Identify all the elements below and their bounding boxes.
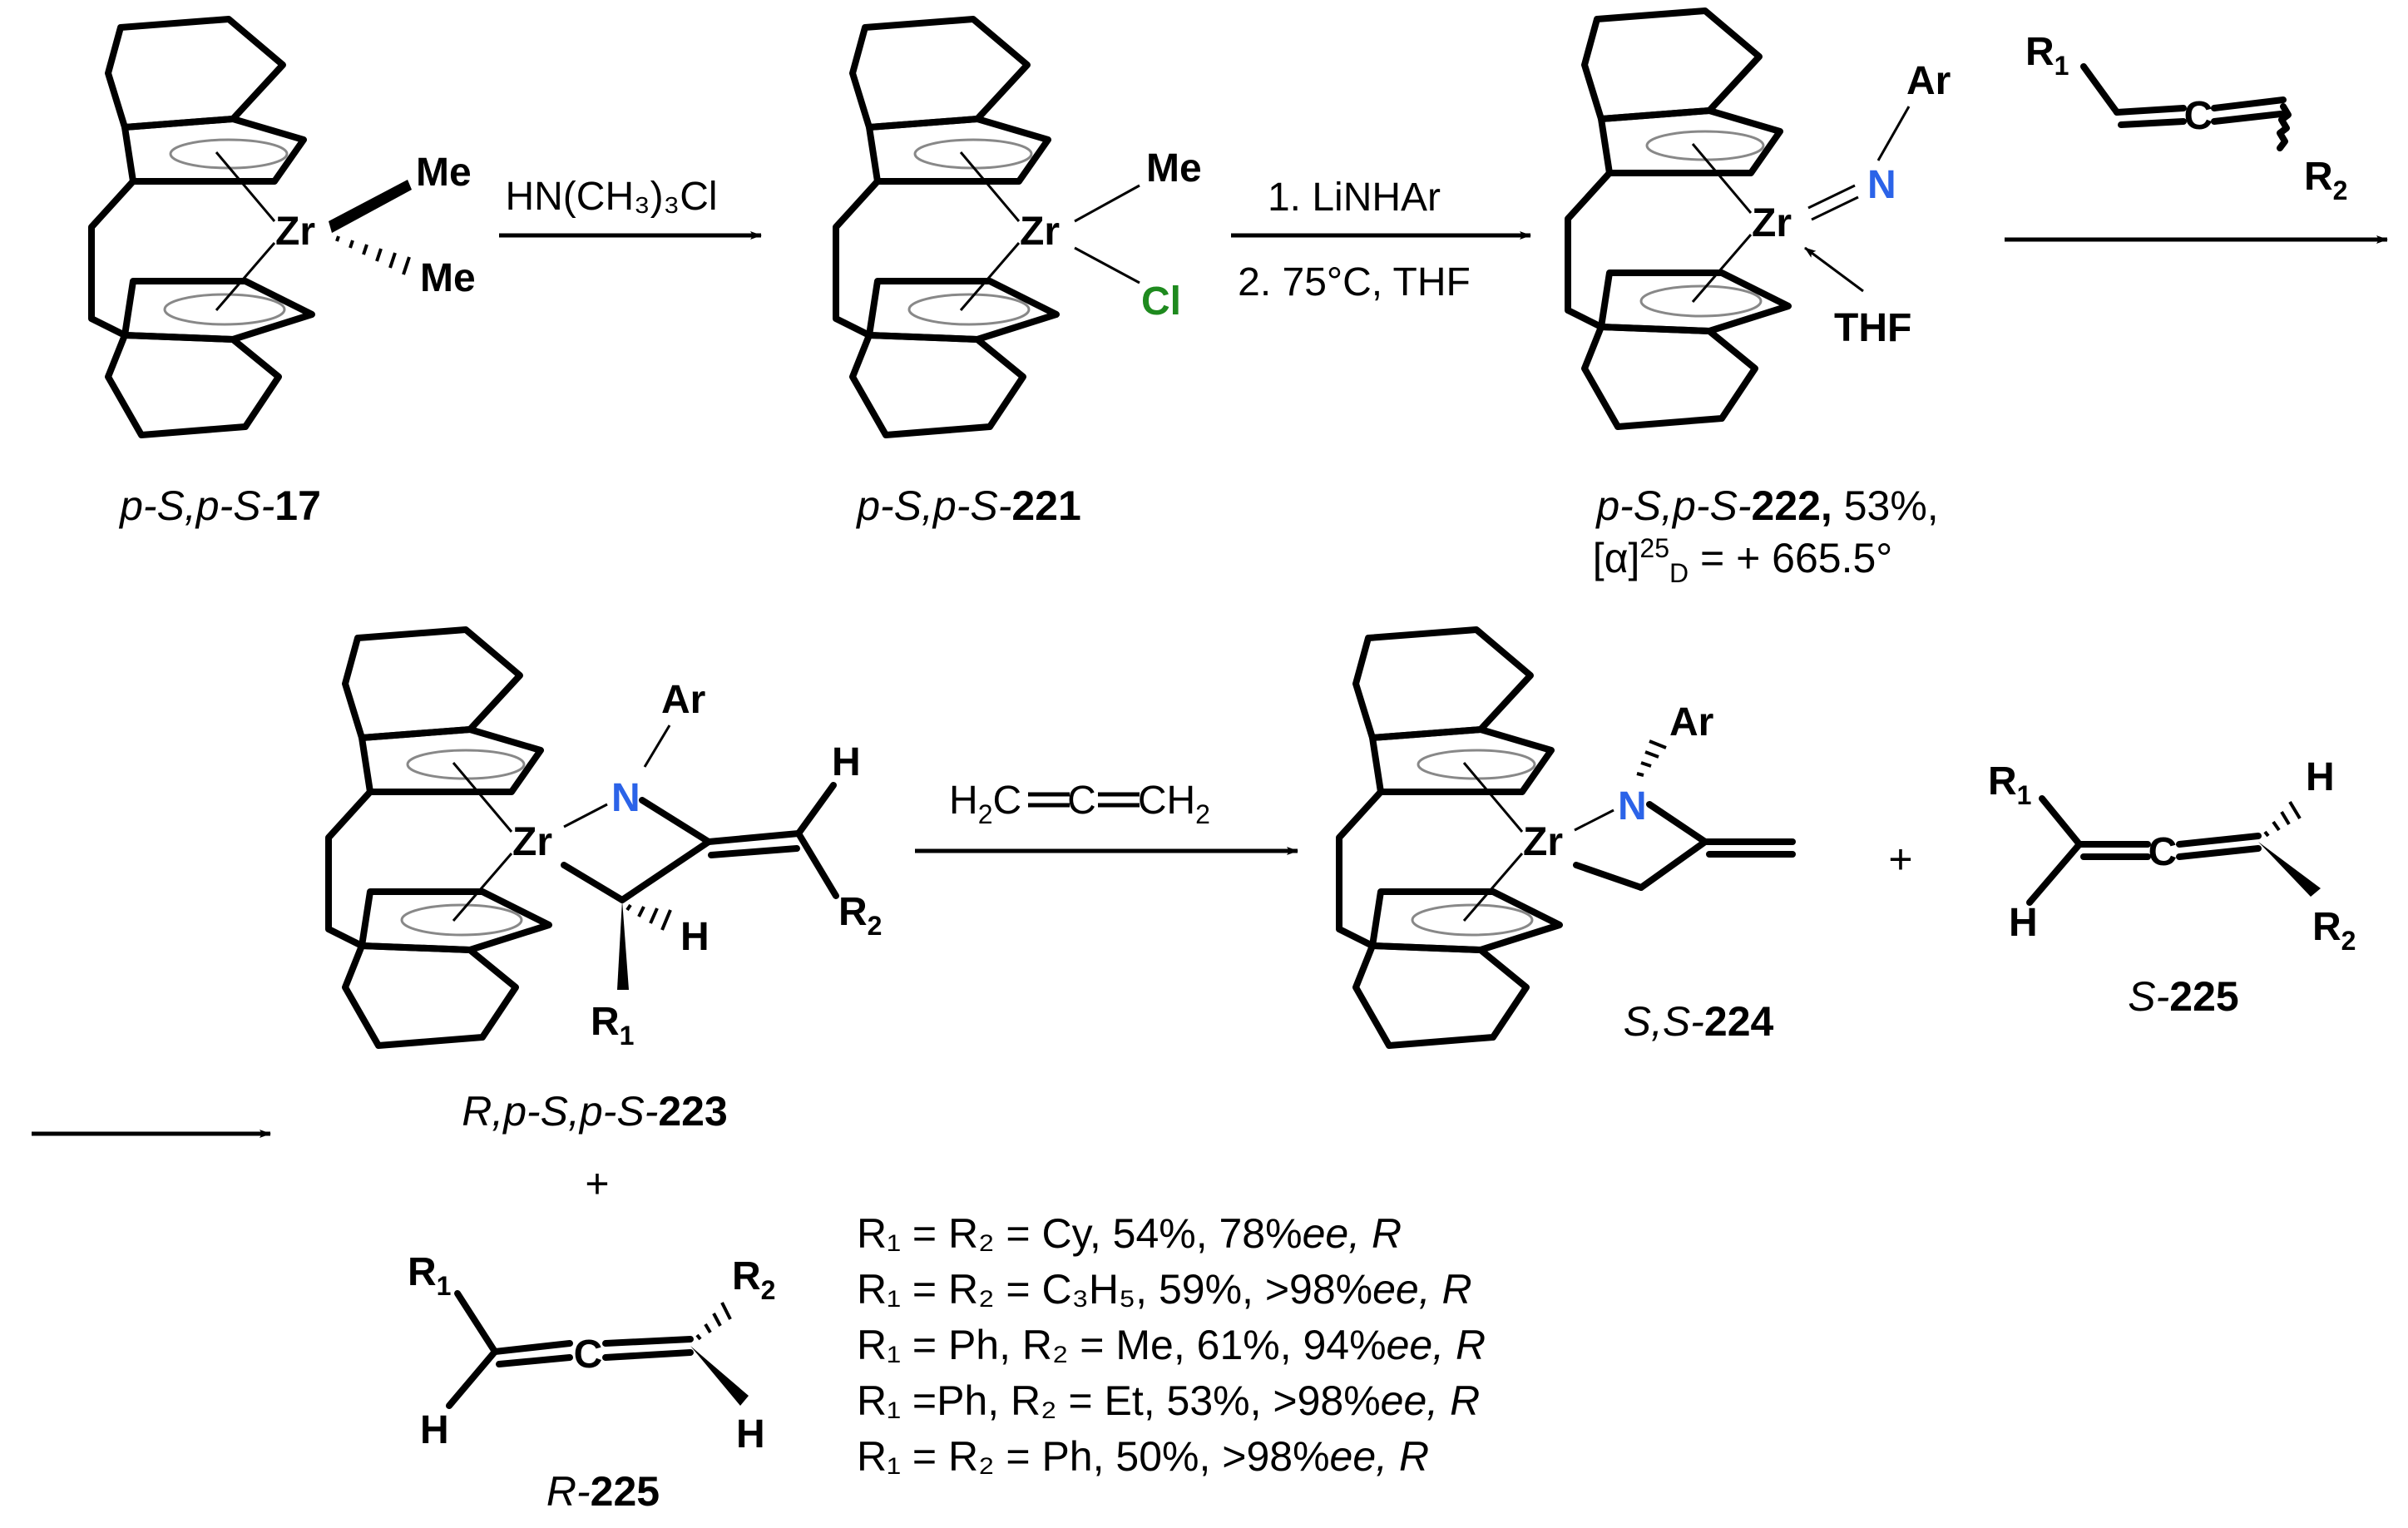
wedge-bond	[2258, 842, 2321, 897]
label-s225: S-225	[2128, 973, 2238, 1020]
zr-atom: Zr	[1752, 201, 1792, 245]
plus-sign: +	[585, 1160, 609, 1207]
result-row: R₁ = R₂ = Ph, 50%, >98%ee, R	[857, 1433, 1429, 1480]
wedge-bond	[690, 1346, 749, 1406]
svg-text:H: H	[736, 1412, 765, 1456]
arrow-step1: HN(CH₃)₃Cl	[499, 175, 762, 240]
svg-text:R1: R1	[591, 1000, 634, 1051]
n-atom: N	[1618, 784, 1647, 828]
compound-222: Zr N Ar THF	[1568, 11, 1951, 427]
svg-text:R2: R2	[2304, 155, 2347, 205]
hash-bond	[695, 1302, 732, 1341]
svg-text:H: H	[2009, 901, 2038, 945]
h-atom: H	[680, 915, 710, 959]
svg-text:C: C	[2184, 94, 2213, 138]
compound-s225: R1 H C H R2	[1988, 755, 2356, 956]
ar-atom: Ar	[1906, 59, 1951, 103]
me-atom: Me	[1146, 146, 1202, 190]
compound-223: Zr N Ar H R2 R1 H	[329, 630, 882, 1051]
reagent-step2-line1: 1. LiNHAr	[1268, 176, 1441, 220]
svg-text:C: C	[2148, 830, 2178, 874]
svg-text:R2: R2	[732, 1254, 775, 1305]
ar-atom: Ar	[661, 678, 705, 722]
reagent-step1: HN(CH₃)₃Cl	[505, 175, 717, 219]
hash-bond	[335, 235, 411, 275]
hash-bond	[625, 903, 672, 931]
label-223: R,p-S,p-S-223	[462, 1088, 728, 1135]
thf-atom: THF	[1834, 306, 1911, 350]
wedge-bond	[329, 180, 412, 233]
svg-text:R2: R2	[838, 890, 882, 941]
cl-atom: Cl	[1141, 279, 1181, 324]
n-atom: N	[1867, 163, 1896, 207]
ar-atom: Ar	[1669, 700, 1713, 744]
label-222: p-S,p-S-222, 53%,	[1595, 482, 1938, 529]
svg-text:R2: R2	[2312, 905, 2356, 956]
hash-bond	[2263, 800, 2302, 838]
label-r225: R-225	[546, 1468, 660, 1515]
compound-224: Zr N Ar	[1339, 630, 1796, 1046]
result-row: R₁ = Ph, R₂ = Me, 61%, 94%ee, R	[857, 1322, 1486, 1368]
result-row: R₁ =Ph, R₂ = Et, 53%, >98%ee, R	[857, 1377, 1480, 1424]
label-17: p-S,p-S-17	[118, 482, 321, 529]
reagent-step2-line2: 2. 75°C, THF	[1238, 260, 1471, 304]
h-atom: H	[832, 740, 861, 784]
svg-text:H: H	[2306, 755, 2335, 799]
arrow-step2: 1. LiNHAr 2. 75°C, THF	[1231, 176, 1531, 304]
svg-text:R1: R1	[2025, 30, 2069, 81]
me-top: Me	[416, 151, 472, 195]
compound-17: Zr Me Me	[91, 19, 476, 435]
compound-r225: R1 H C R2 H	[408, 1250, 775, 1456]
zr-atom: Zr	[275, 210, 315, 254]
zr-atom: Zr	[1020, 210, 1060, 254]
svg-text:R1: R1	[1988, 759, 2031, 810]
result-row: R₁ = R₂ = C₃H₅, 59%, >98%ee, R	[857, 1266, 1472, 1313]
n-atom: N	[611, 776, 640, 820]
svg-text:C: C	[574, 1333, 603, 1377]
label-221: p-S,p-S-221	[855, 482, 1081, 529]
hash-bond	[1636, 739, 1667, 777]
label-222-rotation: [α]25D = + 665.5°	[1593, 533, 1893, 588]
me-bottom: Me	[420, 256, 476, 300]
svg-text:H: H	[420, 1408, 449, 1452]
label-224: S,S-224	[1624, 998, 1774, 1045]
svg-text:R1: R1	[408, 1250, 451, 1301]
wedge-bond	[617, 900, 629, 990]
allene-reagent: R1 C R2	[2025, 30, 2347, 205]
compound-221: Zr Me Cl	[836, 19, 1202, 435]
zr-atom: Zr	[512, 820, 552, 864]
result-row: R₁ = R₂ = Cy, 54%, 78%ee, R	[857, 1210, 1402, 1257]
zr-atom: Zr	[1523, 820, 1563, 864]
plus-sign: +	[1888, 836, 1912, 883]
results-list: R₁ = R₂ = Cy, 54%, 78%ee, R R₁ = R₂ = C₃…	[857, 1210, 1486, 1480]
